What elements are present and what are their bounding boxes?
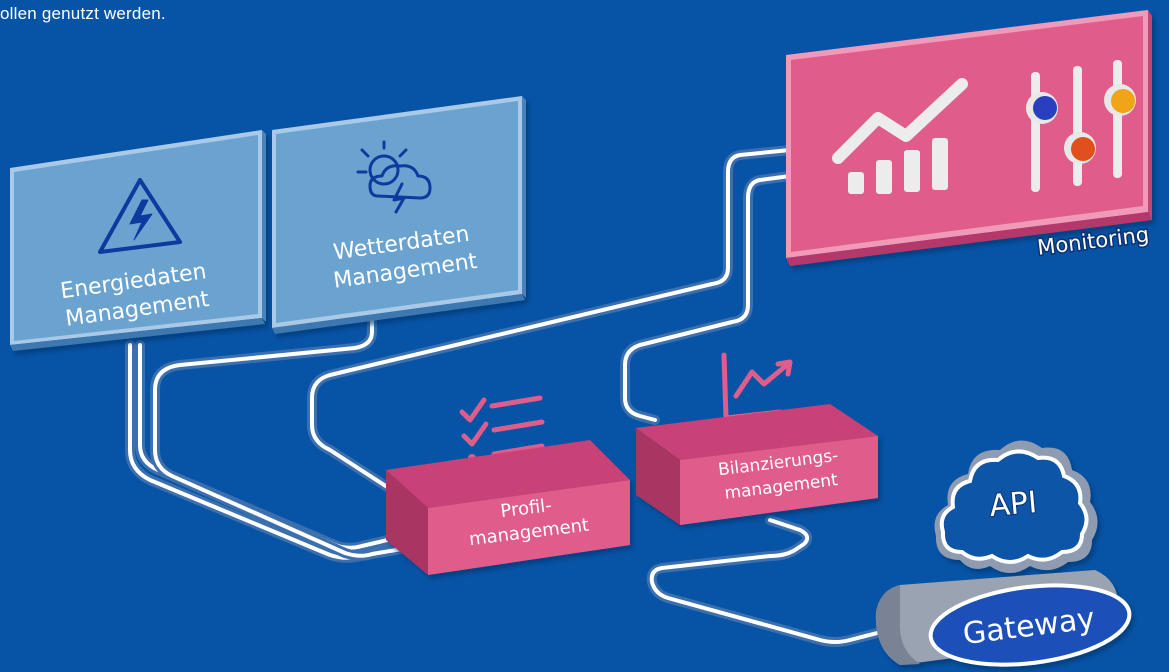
lightning-warning-icon <box>98 178 182 254</box>
cloud-icon[interactable] <box>934 440 1098 573</box>
checklist-icon <box>459 395 545 462</box>
cable-energie-profil <box>125 340 410 563</box>
cable-wetter-profil <box>150 315 413 561</box>
cable-bilanz-gateway <box>646 515 925 647</box>
wetterdaten-module[interactable] <box>272 96 526 334</box>
api-label: API <box>988 485 1038 524</box>
weather-storm-icon <box>356 140 432 214</box>
bar-chart-icon <box>832 78 968 194</box>
sliders-icon <box>1026 60 1136 192</box>
intro-text: ollen genutzt werden. <box>0 4 166 23</box>
chart-sliders-icon <box>832 60 1136 194</box>
bilanzierungsmanagement-module[interactable] <box>636 404 878 525</box>
trend-chart-icon <box>721 352 793 421</box>
connection-lines <box>125 145 925 647</box>
cable-monitoring-profil <box>307 145 795 497</box>
gateway-module[interactable] <box>875 570 1134 672</box>
profilmanagement-module[interactable] <box>386 440 630 575</box>
cable-monitoring-bilanz <box>620 171 795 425</box>
